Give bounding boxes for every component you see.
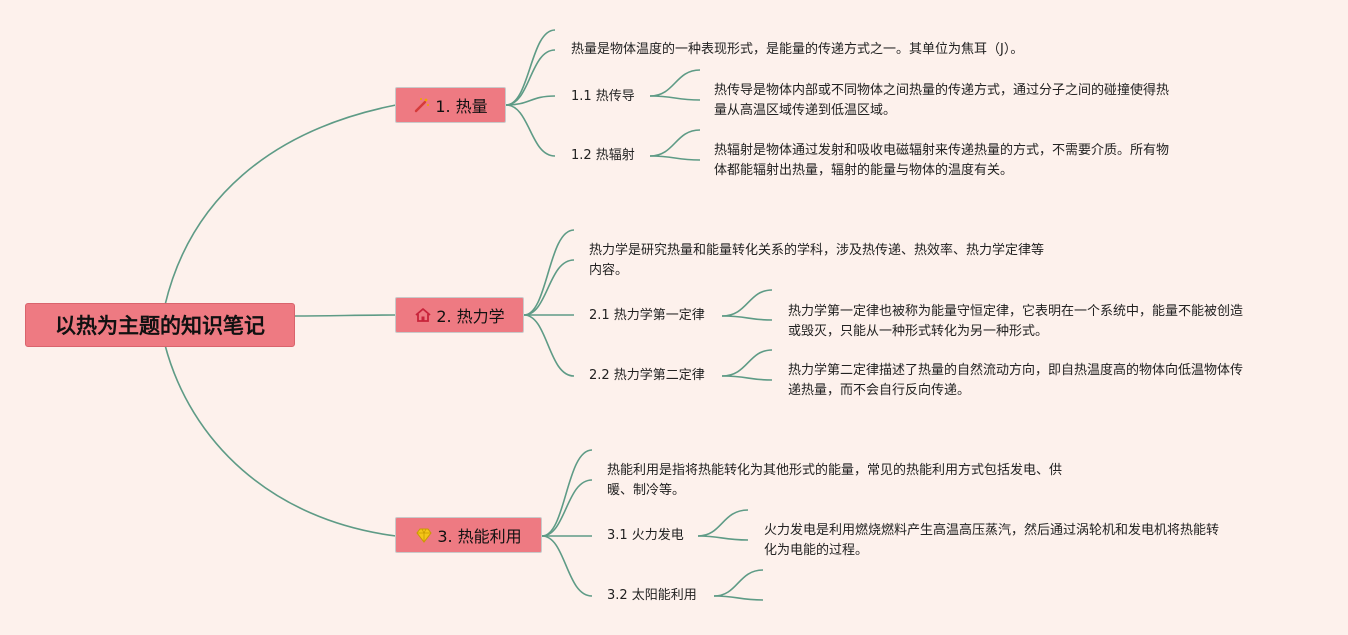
b1s2-link xyxy=(649,155,701,161)
b2s1-link-top xyxy=(721,289,773,317)
diamond-icon xyxy=(416,528,432,543)
sub-3-1-detail: 火力发电是利用燃烧燃料产生高温高压蒸汽，然后通过涡轮机和发电机将热能转 化为电能… xyxy=(764,523,1220,558)
sub-1-1-detail: 热传导是物体内部或不同物体之间热量的传递方式，通过分子之间的碰撞使得热 量从高温… xyxy=(714,83,1170,118)
branch-node-1[interactable]: 1. 热量 xyxy=(395,87,506,123)
root-title: 以热为主题的知识笔记 xyxy=(55,314,265,338)
branch-3-summary: 热能利用是指将热能转化为其他形式的能量，常见的热能利用方式包括发电、供 暖、制冷… xyxy=(607,463,1063,498)
b1s2-link-top xyxy=(649,129,701,157)
b1-link-sub1 xyxy=(505,95,556,106)
branch-title-3: 3. 热能利用 xyxy=(437,527,522,546)
b2-link-summary-top xyxy=(523,229,575,316)
sub-2-1-detail: 热力学第一定律也被称为能量守恒定律，它表明在一个系统中，能量不能被创造 或毁灭，… xyxy=(788,304,1244,339)
b3-link-summary xyxy=(541,479,593,537)
sub-node-2-2[interactable]: 2.2 热力学第二定律 xyxy=(589,368,705,383)
branch-2-summary: 热力学是研究热量和能量转化关系的学科，涉及热传递、热效率、热力学定律等 内容。 xyxy=(589,243,1045,278)
b2-link-summary xyxy=(523,259,575,316)
sub-node-3-2[interactable]: 3.2 太阳能利用 xyxy=(607,588,697,603)
b3s2-link xyxy=(713,595,764,601)
magic-wand-icon xyxy=(415,98,430,113)
b1-link-sub2 xyxy=(505,104,556,157)
sub-2-2-detail: 热力学第二定律描述了热量的自然流动方向，即自热温度高的物体向低温物体传 递热量，… xyxy=(788,363,1244,398)
root-link-1 xyxy=(164,104,397,306)
b2s2-link-top xyxy=(721,349,773,377)
b1-link-summary xyxy=(505,49,556,106)
b1s1-link-top xyxy=(649,69,701,97)
sub-node-2-1[interactable]: 2.1 热力学第一定律 xyxy=(589,308,705,323)
sub-1-2-detail: 热辐射是物体通过发射和吸收电磁辐射来传递热量的方式，不需要介质。所有物 体都能辐… xyxy=(714,143,1170,178)
sub-node-1-1[interactable]: 1.1 热传导 xyxy=(571,89,635,104)
b2s1-link xyxy=(721,315,773,321)
root-link-3 xyxy=(164,344,397,537)
house-icon xyxy=(415,308,431,322)
branch-title-2: 2. 热力学 xyxy=(436,307,505,326)
b1-link-summary-top xyxy=(505,29,556,106)
b3-link-summary-top xyxy=(541,449,593,537)
b1s1-link xyxy=(649,95,701,101)
b3-link-sub2 xyxy=(541,535,593,597)
sub-node-1-2[interactable]: 1.2 热辐射 xyxy=(571,148,635,163)
branch-1-summary: 热量是物体温度的一种表现形式，是能量的传递方式之一。其单位为焦耳（J）。 xyxy=(571,42,1024,57)
b2s2-link xyxy=(721,375,773,381)
b3s1-link xyxy=(697,535,749,541)
root-node[interactable]: 以热为主题的知识笔记 xyxy=(25,303,295,347)
root-link-2 xyxy=(294,314,397,317)
branch-node-2[interactable]: 2. 热力学 xyxy=(395,297,524,333)
sub-node-3-1[interactable]: 3.1 火力发电 xyxy=(607,528,684,543)
b3s1-link-top xyxy=(697,509,749,537)
branch-title-1: 1. 热量 xyxy=(435,97,488,116)
branch-node-3[interactable]: 3. 热能利用 xyxy=(395,517,542,553)
b3s2-link-top xyxy=(713,569,764,597)
b2-link-sub2 xyxy=(523,314,575,377)
